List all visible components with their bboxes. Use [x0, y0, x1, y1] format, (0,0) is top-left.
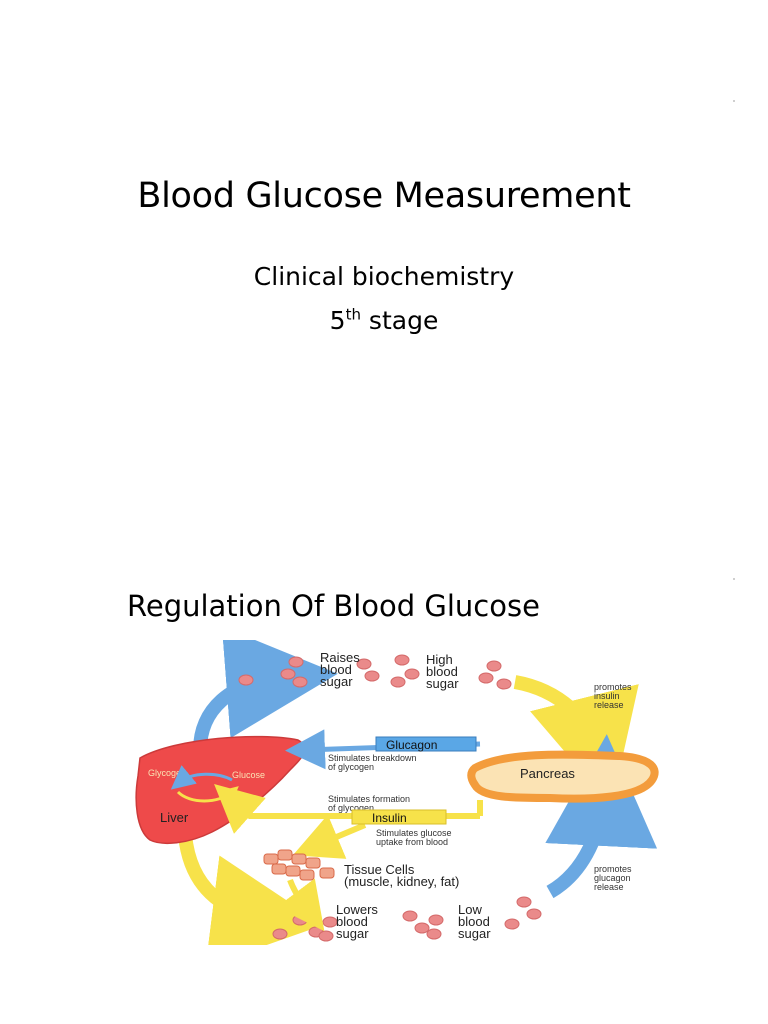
svg-text:High: High: [426, 652, 453, 667]
raises-blood-sugar-label: Raises blood sugar: [320, 650, 360, 689]
glucagon-label: Glucagon: [386, 738, 437, 752]
tissue-cells-sub: (muscle, kidney, fat): [344, 874, 459, 889]
svg-text:promotes: promotes: [594, 682, 632, 692]
slide-stage: 5th stage: [0, 306, 768, 335]
insulin-arrow-to-tissue: [292, 814, 367, 859]
glucose-regulation-diagram: Raises blood sugar High blood sugar prom…: [135, 640, 659, 945]
blue-arrow-liver-to-raises: [193, 640, 338, 751]
insulin-label: Insulin: [372, 811, 407, 825]
svg-text:release: release: [594, 700, 624, 710]
slide-subtitle: Clinical biochemistry: [253, 262, 515, 291]
svg-text:release: release: [594, 882, 624, 892]
svg-text:promotes: promotes: [594, 864, 632, 874]
svg-text:sugar: sugar: [320, 674, 353, 689]
svg-text:blood: blood: [320, 662, 352, 677]
svg-text:Stimulates glucose: Stimulates glucose: [376, 828, 452, 838]
liver-label: Liver: [160, 810, 189, 825]
glucose-label: Glucose: [232, 770, 265, 780]
svg-text:sugar: sugar: [336, 926, 369, 941]
glucagon-description: Stimulates breakdown of glycogen: [328, 753, 417, 772]
blood-cells-top: [238, 654, 512, 690]
svg-text:uptake from blood: uptake from blood: [376, 837, 448, 847]
low-blood-sugar-label: Low blood sugar: [458, 902, 491, 941]
slide-title: Blood Glucose Measurement: [137, 176, 631, 216]
svg-text:Lowers: Lowers: [336, 902, 378, 917]
svg-text:sugar: sugar: [426, 676, 459, 691]
corner-mark-bottom: [733, 578, 735, 580]
tissue-cells-icon: [263, 849, 335, 881]
lowers-blood-sugar-label: Lowers blood sugar: [336, 902, 378, 941]
insulin-description: Stimulates formation of glycogen: [328, 794, 410, 813]
promotes-glucagon-label: promotes glucagon release: [594, 864, 632, 892]
blood-cells-bottom: [272, 896, 542, 942]
svg-text:Low: Low: [458, 902, 482, 917]
stage-number: 5: [329, 306, 346, 335]
svg-text:glucagon: glucagon: [594, 873, 631, 883]
svg-text:Raises: Raises: [320, 650, 360, 665]
yellow-arrow-high-to-pancreas: [513, 675, 639, 807]
tissue-cells-label: Tissue Cells: [344, 862, 415, 877]
insulin-box: [351, 809, 447, 825]
svg-text:blood: blood: [426, 664, 458, 679]
svg-text:of glycogen: of glycogen: [328, 803, 374, 813]
regulation-title: Regulation Of Blood Glucose: [127, 589, 540, 623]
uptake-description: Stimulates glucose uptake from blood: [376, 828, 452, 847]
blue-arrow-low-to-pancreas: [545, 734, 658, 899]
svg-text:blood: blood: [458, 914, 490, 929]
svg-text:sugar: sugar: [458, 926, 491, 941]
svg-text:blood: blood: [336, 914, 368, 929]
yellow-arrow-liver-to-lowers: [178, 834, 324, 945]
glycogen-label: Glycogen: [148, 768, 186, 778]
pancreas: Pancreas: [467, 750, 659, 803]
liver: Glycogen Glucose Liver: [135, 735, 306, 845]
stage-ordinal: th: [345, 305, 361, 324]
tissue-to-lowers-arrow: [276, 878, 325, 932]
svg-text:Stimulates breakdown: Stimulates breakdown: [328, 753, 417, 763]
pancreas-label: Pancreas: [520, 766, 575, 781]
promotes-insulin-label: promotes insulin release: [594, 682, 632, 710]
corner-mark-top: [733, 100, 735, 102]
glucagon-box: [375, 736, 477, 752]
svg-text:of glycogen: of glycogen: [328, 762, 374, 772]
stage-word: stage: [368, 306, 439, 335]
high-blood-sugar-label: High blood sugar: [426, 652, 459, 691]
svg-text:Stimulates formation: Stimulates formation: [328, 794, 410, 804]
svg-text:insulin: insulin: [594, 691, 620, 701]
